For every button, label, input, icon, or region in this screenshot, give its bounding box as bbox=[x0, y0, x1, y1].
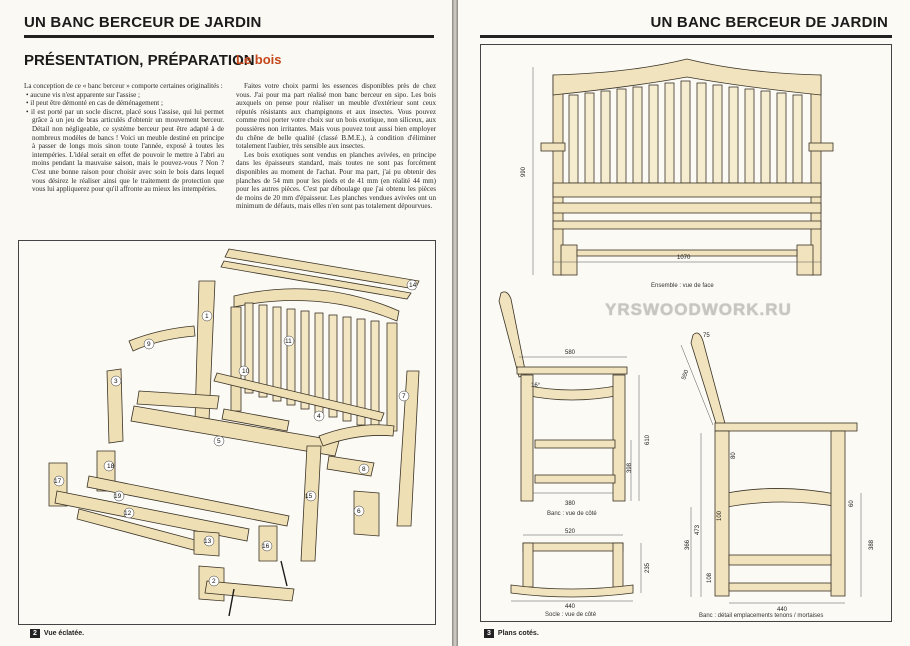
footer-left: 2 Vue éclatée. bbox=[30, 629, 84, 638]
dim-detail-d9: 75 bbox=[703, 333, 710, 339]
dim-detail-d2: 100 bbox=[717, 510, 723, 521]
section-title: PRÉSENTATION, PRÉPARATION bbox=[24, 52, 255, 69]
part-label: 18 bbox=[107, 463, 115, 470]
front-view bbox=[540, 58, 834, 276]
footer-label: Vue éclatée. bbox=[43, 630, 85, 637]
bullet-item: • il est porté par un socle discret, pla… bbox=[26, 107, 224, 194]
plans-svg: 990 1070 Ensemble : vue de face bbox=[498, 58, 875, 619]
part-label: 9 bbox=[147, 341, 151, 348]
dim-side-angle: 16° bbox=[531, 383, 541, 389]
dim-socle-top: 520 bbox=[565, 529, 576, 535]
part-label: 16 bbox=[262, 543, 270, 550]
caption-front: Ensemble : vue de face bbox=[651, 283, 714, 289]
subsection-title: Le bois bbox=[236, 52, 282, 67]
part-label: 15 bbox=[305, 493, 313, 500]
running-head-left: UN BANC BERCEUR DE JARDIN bbox=[24, 14, 262, 31]
intro-paragraph: La conception de ce « banc berceur » com… bbox=[24, 82, 223, 90]
dim-detail-d3: 473 bbox=[695, 524, 701, 535]
dim-detail-d7: 388 bbox=[869, 539, 875, 550]
dim-detail-d8: 60 bbox=[849, 500, 855, 507]
dim-detail-back: 550 bbox=[681, 369, 690, 381]
page-number: 2 bbox=[30, 629, 40, 638]
bullet-item: • il peut être démonté en cas de déménag… bbox=[26, 99, 164, 108]
part-label: 19 bbox=[114, 493, 122, 500]
page-number: 3 bbox=[484, 629, 494, 638]
header-rule bbox=[480, 35, 892, 38]
part-label: 6 bbox=[357, 508, 361, 515]
socle-view bbox=[510, 542, 634, 598]
part-label: 13 bbox=[204, 538, 212, 545]
dim-socle-height: 235 bbox=[645, 562, 651, 573]
dim-detail-d1: 80 bbox=[731, 452, 737, 459]
footer-label: Plans cotés. bbox=[497, 630, 539, 637]
part-label: 1 bbox=[205, 313, 209, 320]
watermark: YRSWOODWORK.RU bbox=[605, 300, 792, 319]
dim-detail-d6: 440 bbox=[777, 607, 788, 613]
book-spine bbox=[452, 0, 458, 646]
footer-right: 3 Plans cotés. bbox=[484, 629, 539, 638]
part-label: 10 bbox=[242, 368, 250, 375]
paragraph: Les bois exotiques sont vendus en planch… bbox=[236, 150, 436, 211]
part-label: 5 bbox=[217, 438, 221, 445]
dim-side-bottom: 380 bbox=[565, 501, 576, 507]
detail-view bbox=[690, 332, 858, 597]
part-label: 2 bbox=[212, 578, 216, 585]
caption-socle: Socle : vue de côté bbox=[545, 612, 597, 618]
exploded-view-svg: 14 1 11 3 4 5 9 7 8 6 15 17 18 19 12 13 … bbox=[48, 248, 420, 617]
left-page: UN BANC BERCEUR DE JARDIN PRÉSENTATION, … bbox=[0, 0, 452, 646]
dimension-plans: 990 1070 Ensemble : vue de face bbox=[480, 44, 892, 622]
dim-socle-bottom: 440 bbox=[565, 604, 576, 610]
dim-height: 990 bbox=[521, 166, 527, 177]
part-label: 17 bbox=[54, 478, 62, 485]
dim-width: 1070 bbox=[677, 255, 691, 261]
part-label: 7 bbox=[402, 393, 406, 400]
text-column-2: Faites votre choix parmi les essences di… bbox=[236, 82, 436, 211]
part-label: 4 bbox=[317, 413, 321, 420]
part-label: 3 bbox=[114, 378, 118, 385]
caption-detail: Banc : détail emplacements tenons / mort… bbox=[699, 613, 823, 619]
part-label: 11 bbox=[285, 338, 292, 345]
part-label: 8 bbox=[362, 466, 366, 473]
running-head-right: UN BANC BERCEUR DE JARDIN bbox=[650, 14, 888, 31]
bullet-item: • aucune vis n'est apparente sur l'assis… bbox=[26, 90, 140, 99]
caption-side: Banc : vue de côté bbox=[547, 511, 597, 517]
side-view bbox=[498, 291, 628, 502]
dim-detail-d4: 366 bbox=[685, 539, 691, 550]
header-rule bbox=[24, 35, 434, 38]
right-page: UN BANC BERCEUR DE JARDIN bbox=[458, 0, 910, 646]
paragraph: Faites votre choix parmi les essences di… bbox=[236, 82, 436, 151]
dim-side-height: 610 bbox=[645, 434, 651, 445]
dim-side-seat: 398 bbox=[627, 462, 633, 473]
text-column-1: La conception de ce « banc berceur » com… bbox=[24, 82, 224, 194]
dim-side-top: 580 bbox=[565, 350, 576, 356]
part-label: 12 bbox=[124, 510, 132, 517]
exploded-view-diagram: 14 1 11 3 4 5 9 7 8 6 15 17 18 19 12 13 … bbox=[18, 240, 436, 625]
dim-detail-d5: 108 bbox=[707, 572, 713, 583]
part-label: 14 bbox=[409, 282, 417, 289]
